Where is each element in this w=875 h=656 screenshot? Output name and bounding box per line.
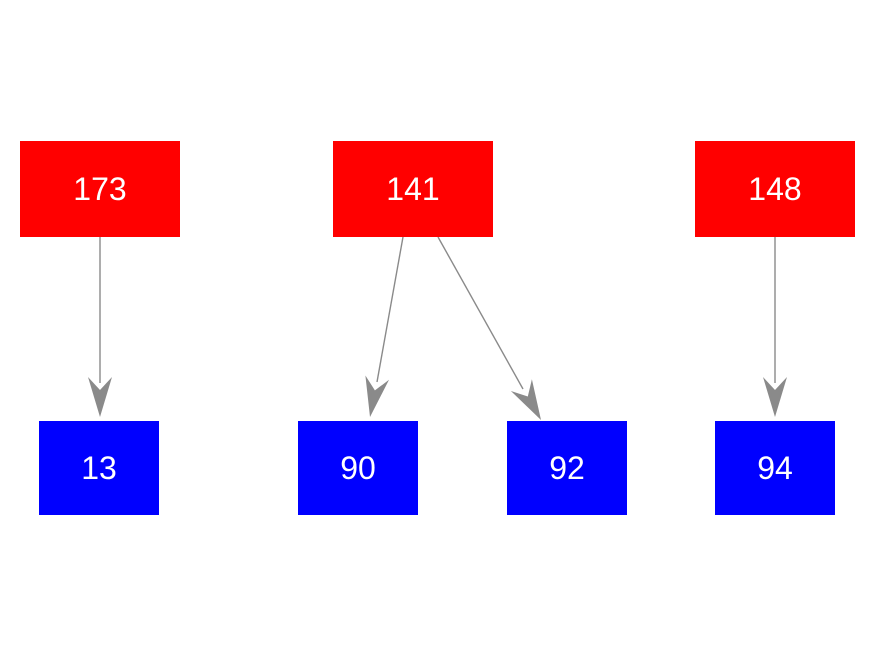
node-child-90: 90 (298, 421, 418, 515)
node-parent-148: 148 (695, 141, 855, 237)
edge-line (376, 236, 404, 383)
node-label: 173 (73, 171, 127, 207)
edge-148-94 (763, 237, 787, 417)
edge-line (437, 236, 524, 390)
edge-173-13 (88, 237, 112, 417)
node-label: 92 (549, 450, 585, 486)
node-label: 90 (340, 450, 376, 486)
arrowhead-icon (365, 375, 389, 417)
node-parent-141: 141 (333, 141, 493, 237)
node-label: 141 (386, 171, 440, 207)
node-label: 94 (757, 450, 793, 486)
edge-141-90 (365, 236, 404, 417)
node-child-94: 94 (715, 421, 835, 515)
arrowhead-icon (88, 377, 112, 417)
node-label: 148 (748, 171, 802, 207)
node-child-13: 13 (39, 421, 159, 515)
node-child-92: 92 (507, 421, 627, 515)
node-parent-173: 173 (20, 141, 180, 237)
node-label: 13 (81, 450, 117, 486)
arrowhead-icon (510, 379, 541, 420)
edge-141-92 (437, 236, 541, 420)
arrowhead-icon (763, 377, 787, 417)
